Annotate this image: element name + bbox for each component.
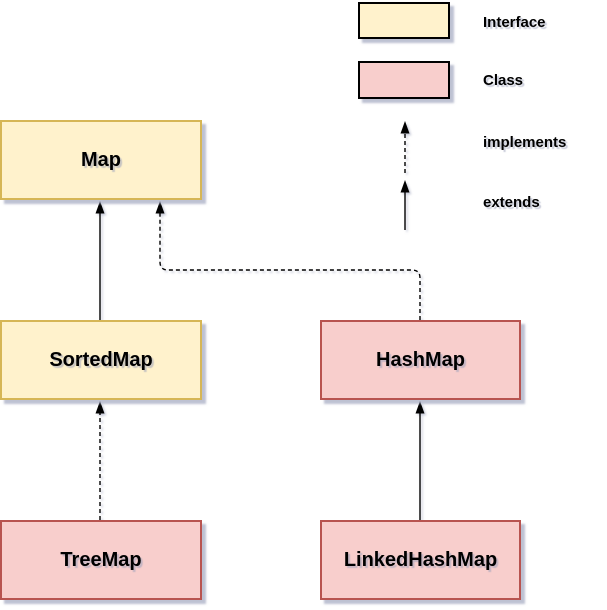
arrowhead-icon — [415, 401, 425, 414]
edge-hashmap-implements-map — [155, 201, 421, 320]
legend-dashed-arrow-icon — [400, 121, 410, 173]
arrowhead-icon — [400, 180, 410, 193]
arrowhead-icon — [155, 201, 165, 214]
edge-treemap-implements-sortedmap — [95, 401, 105, 520]
edge-linkedhashmap-extends-hashmap — [415, 401, 425, 520]
node-map: Map — [0, 120, 202, 200]
legend-class-swatch — [358, 61, 450, 99]
legend-label-class: Class — [483, 72, 524, 89]
arrowhead-icon — [95, 401, 105, 414]
node-linkedhashmap-label: LinkedHashMap — [343, 548, 498, 571]
arrowhead-icon — [95, 201, 105, 214]
node-treemap: TreeMap — [0, 520, 202, 600]
node-sortedmap-label: SortedMap — [49, 348, 153, 371]
legend-solid-arrow-icon — [400, 180, 410, 230]
node-map-label: Map — [81, 148, 121, 171]
arrowhead-icon — [400, 121, 410, 134]
node-linkedhashmap: LinkedHashMap — [320, 520, 521, 600]
node-hashmap: HashMap — [320, 320, 521, 400]
edge-sortedmap-extends-map — [95, 201, 105, 320]
legend-label-implements: implements — [483, 134, 567, 151]
node-hashmap-label: HashMap — [376, 348, 465, 371]
legend-interface-swatch — [358, 2, 450, 39]
legend-label-extends: extends — [483, 194, 540, 211]
legend-label-interface: Interface — [483, 14, 546, 31]
node-sortedmap: SortedMap — [0, 320, 202, 400]
node-treemap-label: TreeMap — [60, 548, 142, 571]
